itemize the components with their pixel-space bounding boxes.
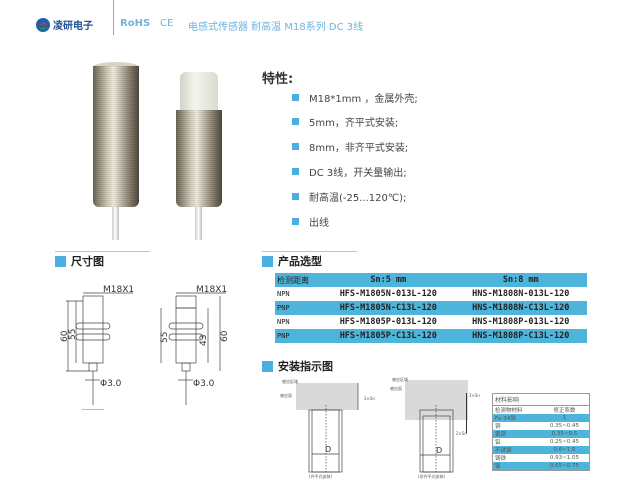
- materials-title: 材料影响: [493, 394, 589, 406]
- sensor-photo-flush: [93, 62, 139, 240]
- feature-text: 耐高温(-25...120℃);: [309, 193, 407, 204]
- nonflush-install-diagram: 感应区域 感应面 2×Sn D (非齐平式安装): [390, 376, 468, 479]
- feature-item: M18*1mm ，金属外壳;: [292, 90, 418, 105]
- bullet-icon: [292, 193, 299, 200]
- header-divider: [113, 0, 114, 35]
- bullet-icon: [292, 94, 299, 101]
- brand-name: 凌研电子: [53, 21, 93, 32]
- svg-text:感应面: 感应面: [390, 385, 402, 391]
- svg-text:感应区域: 感应区域: [392, 376, 408, 382]
- selection-heading: 产品选型: [262, 251, 357, 269]
- length-60-label: 60: [60, 330, 70, 342]
- feature-text: 出线: [309, 218, 329, 229]
- ce-mark: CE: [160, 18, 174, 29]
- feature-item: 5mm，齐平式安装;: [292, 114, 398, 129]
- cable-diameter-label: Φ3.0: [100, 379, 122, 389]
- thread-label: M18X1: [103, 285, 134, 295]
- brand-logo: 凌研电子: [36, 17, 93, 32]
- cable-diameter-label: Φ3.0: [193, 379, 215, 389]
- feature-item: 8mm，非齐平式安装;: [292, 139, 408, 154]
- length-55-label: 55: [160, 332, 170, 343]
- feature-text: DC 3线，开关量输出;: [309, 168, 407, 179]
- features-title: 特性:: [262, 72, 294, 87]
- feature-text: M18*1mm ，金属外壳;: [309, 94, 418, 105]
- svg-text:D: D: [436, 446, 442, 455]
- logo-icon: [36, 17, 50, 32]
- feature-item: 耐高温(-25...120℃);: [292, 189, 406, 204]
- sensor-photo-nonflush: [176, 72, 222, 240]
- length-43-label: 43: [199, 335, 209, 346]
- svg-text:感应面: 感应面: [280, 392, 292, 398]
- length-55-label: 55: [68, 329, 78, 340]
- dimension-drawings: M18X1 60 55 Φ3.0 M18X1 55 43 60 Φ3.0: [60, 285, 230, 410]
- svg-text:2×Sn: 2×Sn: [456, 431, 467, 436]
- thread-label: M18X1: [196, 285, 227, 295]
- bullet-icon: [292, 168, 299, 175]
- flush-dimension-drawing: M18X1 60 55 Φ3.0: [60, 285, 134, 410]
- bullet-icon: [292, 143, 299, 150]
- bullet-icon: [292, 118, 299, 125]
- feature-item: 出线: [292, 214, 329, 229]
- nonflush-dimension-drawing: M18X1 55 43 60 Φ3.0: [160, 285, 230, 405]
- install-heading: 安装指示图: [262, 358, 333, 374]
- install-diagrams: 感应区域 感应面 3×Sn D (齐平式安装) 感应区域 感应面 2×Sn D …: [280, 376, 468, 479]
- nonflush-dim-label: 3×Sn: [466, 393, 480, 433]
- svg-text:D: D: [325, 445, 331, 454]
- svg-text:3×Sn: 3×Sn: [364, 396, 375, 401]
- feature-item: DC 3线，开关量输出;: [292, 164, 407, 179]
- rohs-mark: RoHS: [120, 18, 151, 29]
- bullet-icon: [292, 218, 299, 225]
- svg-text:感应区域: 感应区域: [282, 378, 298, 384]
- feature-text: 8mm，非齐平式安装;: [309, 143, 409, 154]
- dimensions-heading: 尺寸图: [55, 251, 150, 269]
- svg-text:(非齐平式安装): (非齐平式安装): [418, 473, 446, 479]
- length-60-label: 60: [220, 330, 230, 342]
- svg-text:(齐平式安装): (齐平式安装): [309, 473, 333, 479]
- flush-install-diagram: 感应区域 感应面 3×Sn D (齐平式安装): [280, 378, 375, 479]
- page-title: 电感式传感器 耐高温 M18系列 DC 3线: [188, 22, 364, 33]
- feature-text: 5mm，齐平式安装;: [309, 118, 399, 129]
